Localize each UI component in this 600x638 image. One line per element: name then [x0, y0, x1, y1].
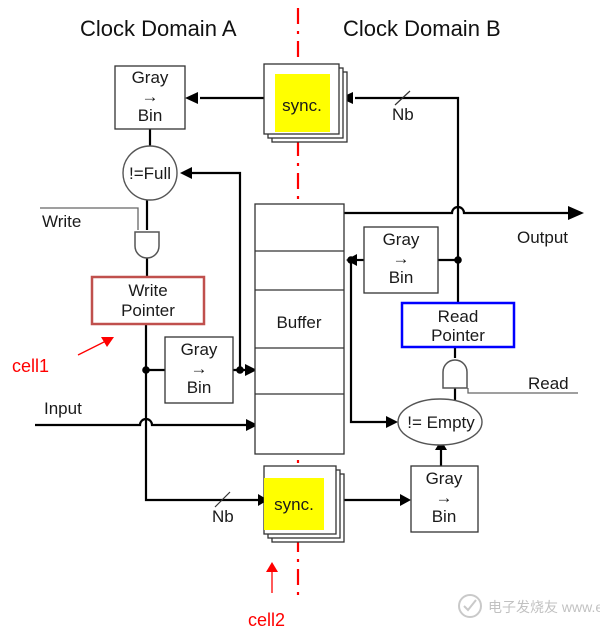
arrow-output [568, 206, 584, 220]
cell2-arrow-head [266, 562, 278, 572]
junction-dot [347, 256, 355, 264]
arrow-into-graybin-top [185, 92, 198, 104]
wire-graybin-to-full-compare [188, 171, 242, 370]
junction-dot [236, 366, 244, 374]
wire-writeptr-to-sync-bottom [144, 325, 263, 502]
graybin-write-line1: Gray [181, 340, 218, 359]
read-pointer-line1: Read [438, 307, 479, 326]
junction-dot [142, 366, 150, 374]
cell1-annotation: cell1 [12, 356, 49, 376]
write-pointer-line2: Pointer [121, 301, 175, 320]
wire-read-signal [467, 388, 578, 394]
sync-top-label: sync. [282, 96, 322, 115]
cell1-arrow-head [101, 337, 114, 347]
watermark-text: 电子发烧友 www.elecfans.com [488, 599, 600, 615]
arrowheads [165, 92, 584, 506]
graybin-top-arrow: → [142, 87, 159, 106]
and-gate-write [134, 231, 160, 259]
full-comparator: !=Full [122, 145, 178, 201]
input-signal-label: Input [44, 399, 82, 418]
clock-domain-a-label: Clock Domain A [80, 16, 237, 41]
cell2-annotation: cell2 [248, 610, 285, 630]
bus-slash-top [394, 90, 411, 106]
arrow-into-buffer-write [245, 364, 257, 376]
buffer-block: Buffer [254, 203, 345, 455]
wire-graybin-read-to-empty [349, 260, 388, 424]
full-compare-label: !=Full [129, 164, 171, 183]
sync-block-top: sync. [263, 63, 348, 143]
arrow-into-full [180, 167, 192, 179]
wire-readptr-to-sync-top [355, 96, 460, 305]
clock-domain-b-label: Clock Domain B [343, 16, 501, 41]
graybin-top-line3: Bin [138, 106, 163, 125]
arrow-into-graybin-bottom [400, 494, 411, 506]
graybin-read-line3: Bin [389, 268, 414, 287]
arrow-into-empty [386, 416, 398, 428]
arrow-input-into-buffer [246, 419, 258, 431]
arrow-into-sync-bottom [258, 494, 268, 506]
sync-bottom-label: sync. [274, 495, 314, 514]
bus-width-bottom-label: Nb [212, 507, 234, 526]
bus-slash-bottom [214, 491, 231, 508]
graybin-bottom-line1: Gray [426, 469, 463, 488]
graybin-block-read: Gray → Bin [363, 226, 439, 294]
wires [35, 90, 578, 508]
junction-dot [454, 256, 462, 264]
wire-input [35, 417, 248, 427]
bus-width-top-label: Nb [392, 105, 414, 124]
graybin-write-arrow: → [191, 359, 208, 378]
graybin-top-line1: Gray [132, 68, 169, 87]
empty-compare-label: != Empty [407, 413, 475, 432]
write-pointer-line1: Write [128, 281, 167, 300]
read-signal-label: Read [528, 374, 569, 393]
write-signal-label: Write [42, 212, 81, 231]
graybin-read-arrow: → [393, 249, 410, 268]
wire-output [344, 205, 570, 215]
cell1-arrow-line [77, 339, 109, 356]
read-pointer-line2: Pointer [431, 326, 485, 345]
graybin-write-line3: Bin [187, 378, 212, 397]
write-pointer-block: Write Pointer [90, 275, 206, 326]
buffer-label: Buffer [276, 313, 321, 332]
wire-write-signal [40, 207, 139, 230]
sync-block-bottom: sync. [263, 465, 345, 543]
empty-comparator: != Empty [397, 398, 483, 446]
graybin-bottom-arrow: → [436, 488, 453, 507]
and-gate-read [442, 359, 468, 389]
graybin-block-top: Gray → Bin [114, 65, 186, 130]
graybin-read-line1: Gray [383, 230, 420, 249]
output-signal-label: Output [517, 228, 568, 247]
graybin-block-bottom: Gray → Bin [410, 465, 479, 533]
graybin-bottom-line3: Bin [432, 507, 457, 526]
watermark: 电子发烧友 www.elecfans.com [458, 594, 600, 618]
read-pointer-block: Read Pointer [400, 301, 516, 349]
graybin-block-write: Gray → Bin [164, 336, 234, 404]
